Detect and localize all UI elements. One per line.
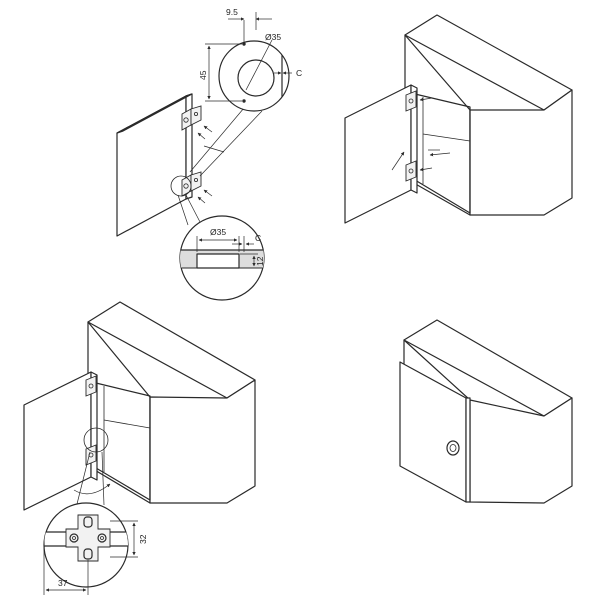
detail-mounting-plate: 32 37 <box>43 502 148 595</box>
screw-hole-top <box>242 42 246 46</box>
cup-hole <box>237 59 275 97</box>
screw-arrows <box>197 125 213 204</box>
open-door-3 <box>23 371 98 511</box>
cabinet-body <box>404 14 573 216</box>
leader-to-top-detail <box>189 107 245 173</box>
step-4-closed-cabinet <box>399 319 573 504</box>
screw-hole-bottom <box>242 99 246 103</box>
cup-depth-label: 12 <box>255 256 265 266</box>
detail-cup-top-view: Ø35 9.5 45 C <box>198 7 302 112</box>
hinge-upper <box>181 105 202 131</box>
closed-door <box>399 361 471 503</box>
step-1-drill-door <box>116 93 263 237</box>
leader-tick <box>203 145 225 153</box>
plate-setback-label: 37 <box>58 578 68 588</box>
plate-height-label: 32 <box>138 534 148 544</box>
door-swing-arrow <box>73 483 111 495</box>
leader-to-section-detail-2 <box>177 194 189 226</box>
step-2-mount-to-cabinet <box>344 14 573 224</box>
leader-to-top-detail-2 <box>199 110 263 177</box>
cup-diameter-label-section: Ø35 <box>210 227 226 237</box>
detail-cup-section: Ø35 C 12 <box>179 215 265 301</box>
door-knob <box>446 440 460 456</box>
hinge-upper-3 <box>85 375 97 397</box>
hinge-offset-label: 9.5 <box>226 7 238 17</box>
door-panel <box>116 93 193 237</box>
callout-circle-3 <box>83 427 109 453</box>
hinge-upper-mounted <box>405 90 417 112</box>
edge-distance-label-top: C <box>296 68 302 78</box>
edge-distance-label-section: C <box>255 233 261 243</box>
leader-to-section-detail <box>185 194 201 223</box>
callout-circle-lower <box>170 175 192 197</box>
cup-diameter-label-top: Ø35 <box>265 32 281 42</box>
hinge-lower-mounted <box>405 160 417 182</box>
cabinet-body-3 <box>87 301 256 504</box>
step-3-screw-mounting-plate <box>23 301 256 511</box>
hole-spacing-label: 45 <box>198 70 208 80</box>
